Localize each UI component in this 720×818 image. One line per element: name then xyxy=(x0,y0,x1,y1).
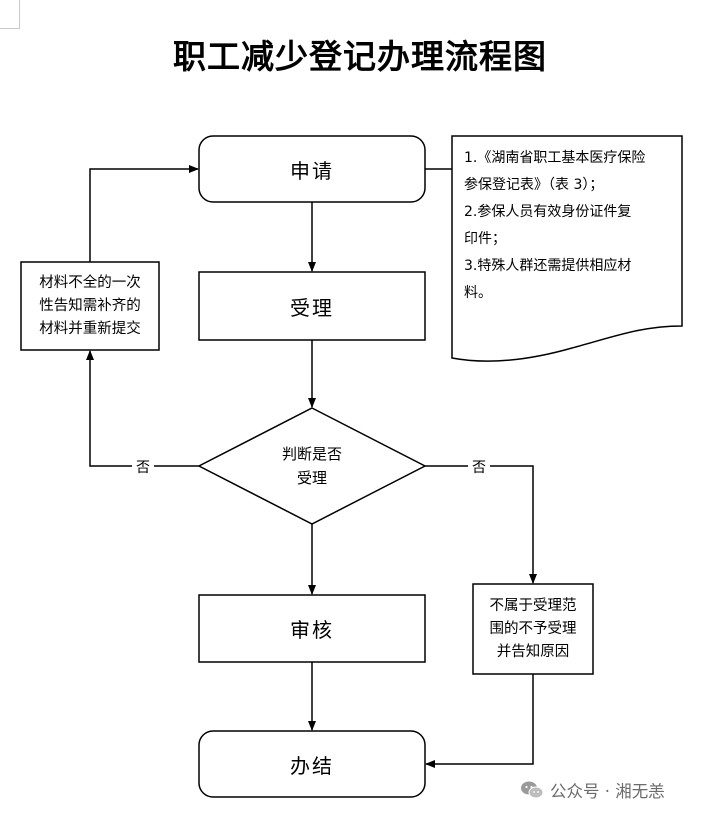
incomplete-node-shape xyxy=(20,261,160,351)
incomplete-label-line3: 材料并重新提交 xyxy=(39,320,141,337)
accept-node-shape xyxy=(198,271,426,341)
required-materials-note: 1.《湖南省职工基本医疗保险 参保登记表》（表 3）； 2.参保人员有效身份证件… xyxy=(464,145,682,307)
apply-label: 申请 xyxy=(290,158,334,183)
out-of-scope-node: 不属于受理范 围的不予受理 并告知原因 xyxy=(473,584,593,674)
arrow-out-of-scope-to-complete xyxy=(425,674,534,768)
incomplete-materials-node: 材料不全的一次 性告知需补齐的 材料并重新提交 xyxy=(21,262,159,350)
wechat-icon xyxy=(520,780,544,800)
incomplete-label-line1: 材料不全的一次 xyxy=(39,274,141,291)
note-line-3: 2.参保人员有效身份证件复 xyxy=(464,204,632,220)
watermark-text: 公众号 · 湘无恙 xyxy=(550,782,665,801)
arrow-decision-to-incomplete xyxy=(86,350,199,467)
note-line-5: 3.特殊人群还需提供相应材 xyxy=(464,258,632,274)
out-of-scope-node-shape xyxy=(472,583,594,675)
edge-label-no-right: 否 xyxy=(468,457,490,477)
out-of-scope-label-line1: 不属于受理范 xyxy=(489,597,577,614)
note-line-6: 料。 xyxy=(464,285,492,301)
accept-label: 受理 xyxy=(290,295,334,320)
complete-node: 办结 xyxy=(199,731,425,797)
decision-label-line1: 判断是否 xyxy=(281,445,342,463)
review-node: 审核 xyxy=(199,595,425,662)
watermark: 公众号 · 湘无恙 xyxy=(520,778,665,802)
decision-label-line2: 受理 xyxy=(296,469,327,487)
page-corner-mark xyxy=(0,0,20,29)
apply-node: 申请 xyxy=(199,136,425,202)
arrow-incomplete-to-apply xyxy=(89,165,199,262)
note-line-4: 印件； xyxy=(464,231,506,247)
note-document-shape xyxy=(451,135,683,362)
out-of-scope-label-line2: 围的不予受理 xyxy=(489,620,577,637)
accept-node: 受理 xyxy=(199,272,425,340)
edge-label-no-left: 否 xyxy=(132,457,154,477)
incomplete-label-line2: 性告知需补齐的 xyxy=(39,297,141,314)
decision-node: 判断是否 受理 xyxy=(230,436,394,496)
complete-label: 办结 xyxy=(290,753,334,778)
review-label: 审核 xyxy=(290,618,334,642)
note-line-1: 1.《湖南省职工基本医疗保险 xyxy=(464,150,646,166)
note-line-2: 参保登记表》（表 3）； xyxy=(464,177,604,193)
review-node-shape xyxy=(198,594,426,663)
out-of-scope-label-line3: 并告知原因 xyxy=(496,643,570,660)
arrow-decision-to-out-of-scope xyxy=(425,465,537,584)
page-title: 职工减少登记办理流程图 xyxy=(173,37,547,76)
